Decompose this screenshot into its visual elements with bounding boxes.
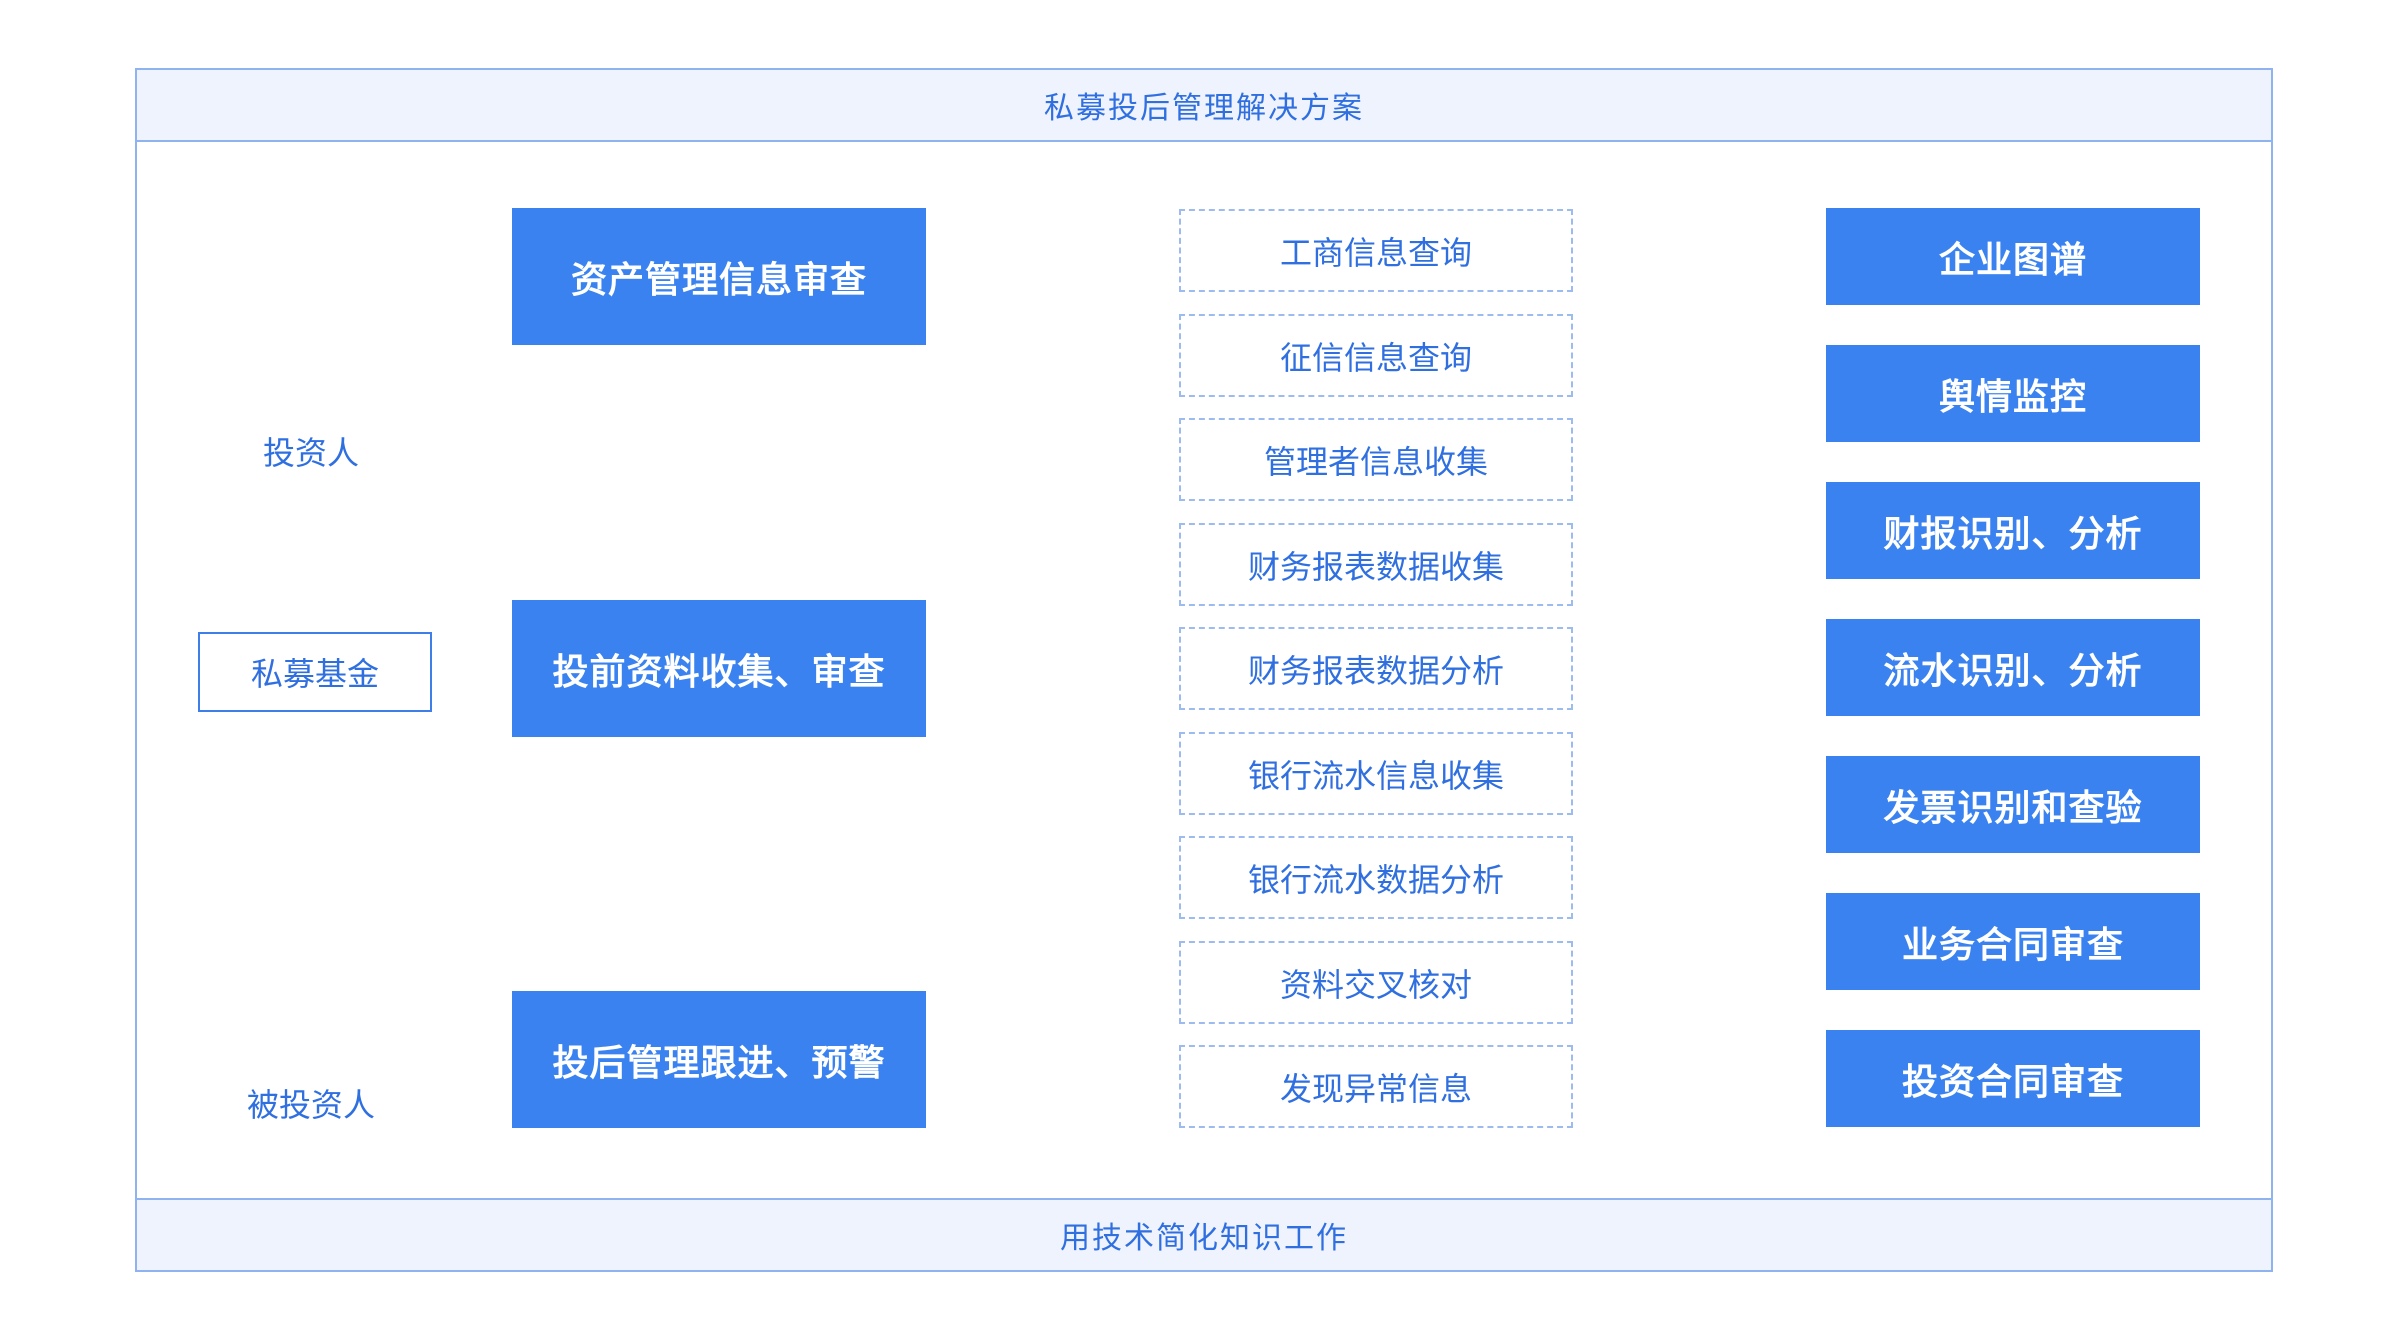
step-financial-analysis: 财务报表数据分析 xyxy=(1179,627,1573,710)
stage-post-investment: 投后管理跟进、预警 xyxy=(512,991,926,1128)
result-opinion-monitor: 舆情监控 xyxy=(1826,345,2200,442)
result-business-contract: 业务合同审查 xyxy=(1826,893,2200,990)
step-anomaly: 发现异常信息 xyxy=(1179,1045,1573,1128)
step-bank-analysis: 银行流水数据分析 xyxy=(1179,836,1573,919)
investee-label: 被投资人 xyxy=(246,1086,375,1124)
header-title: 私募投后管理解决方案 xyxy=(137,70,2271,142)
result-bank-flow: 流水识别、分析 xyxy=(1826,619,2200,716)
footer-slogan: 用技术简化知识工作 xyxy=(137,1198,2271,1270)
fund-box: 私募基金 xyxy=(198,632,432,712)
result-invoice: 发票识别和查验 xyxy=(1826,756,2200,853)
stage-pre-investment: 投前资料收集、审查 xyxy=(512,600,926,737)
investor-label: 投资人 xyxy=(262,434,359,472)
step-business-info: 工商信息查询 xyxy=(1179,209,1573,292)
result-investment-contract: 投资合同审查 xyxy=(1826,1030,2200,1127)
step-cross-check: 资料交叉核对 xyxy=(1179,941,1573,1024)
step-financial-collect: 财务报表数据收集 xyxy=(1179,523,1573,606)
stage-asset-review: 资产管理信息审查 xyxy=(512,208,926,345)
result-enterprise-graph: 企业图谱 xyxy=(1826,208,2200,305)
step-credit-info: 征信信息查询 xyxy=(1179,314,1573,397)
step-bank-collect: 银行流水信息收集 xyxy=(1179,732,1573,815)
result-financial-report: 财报识别、分析 xyxy=(1826,482,2200,579)
step-manager-info: 管理者信息收集 xyxy=(1179,418,1573,501)
